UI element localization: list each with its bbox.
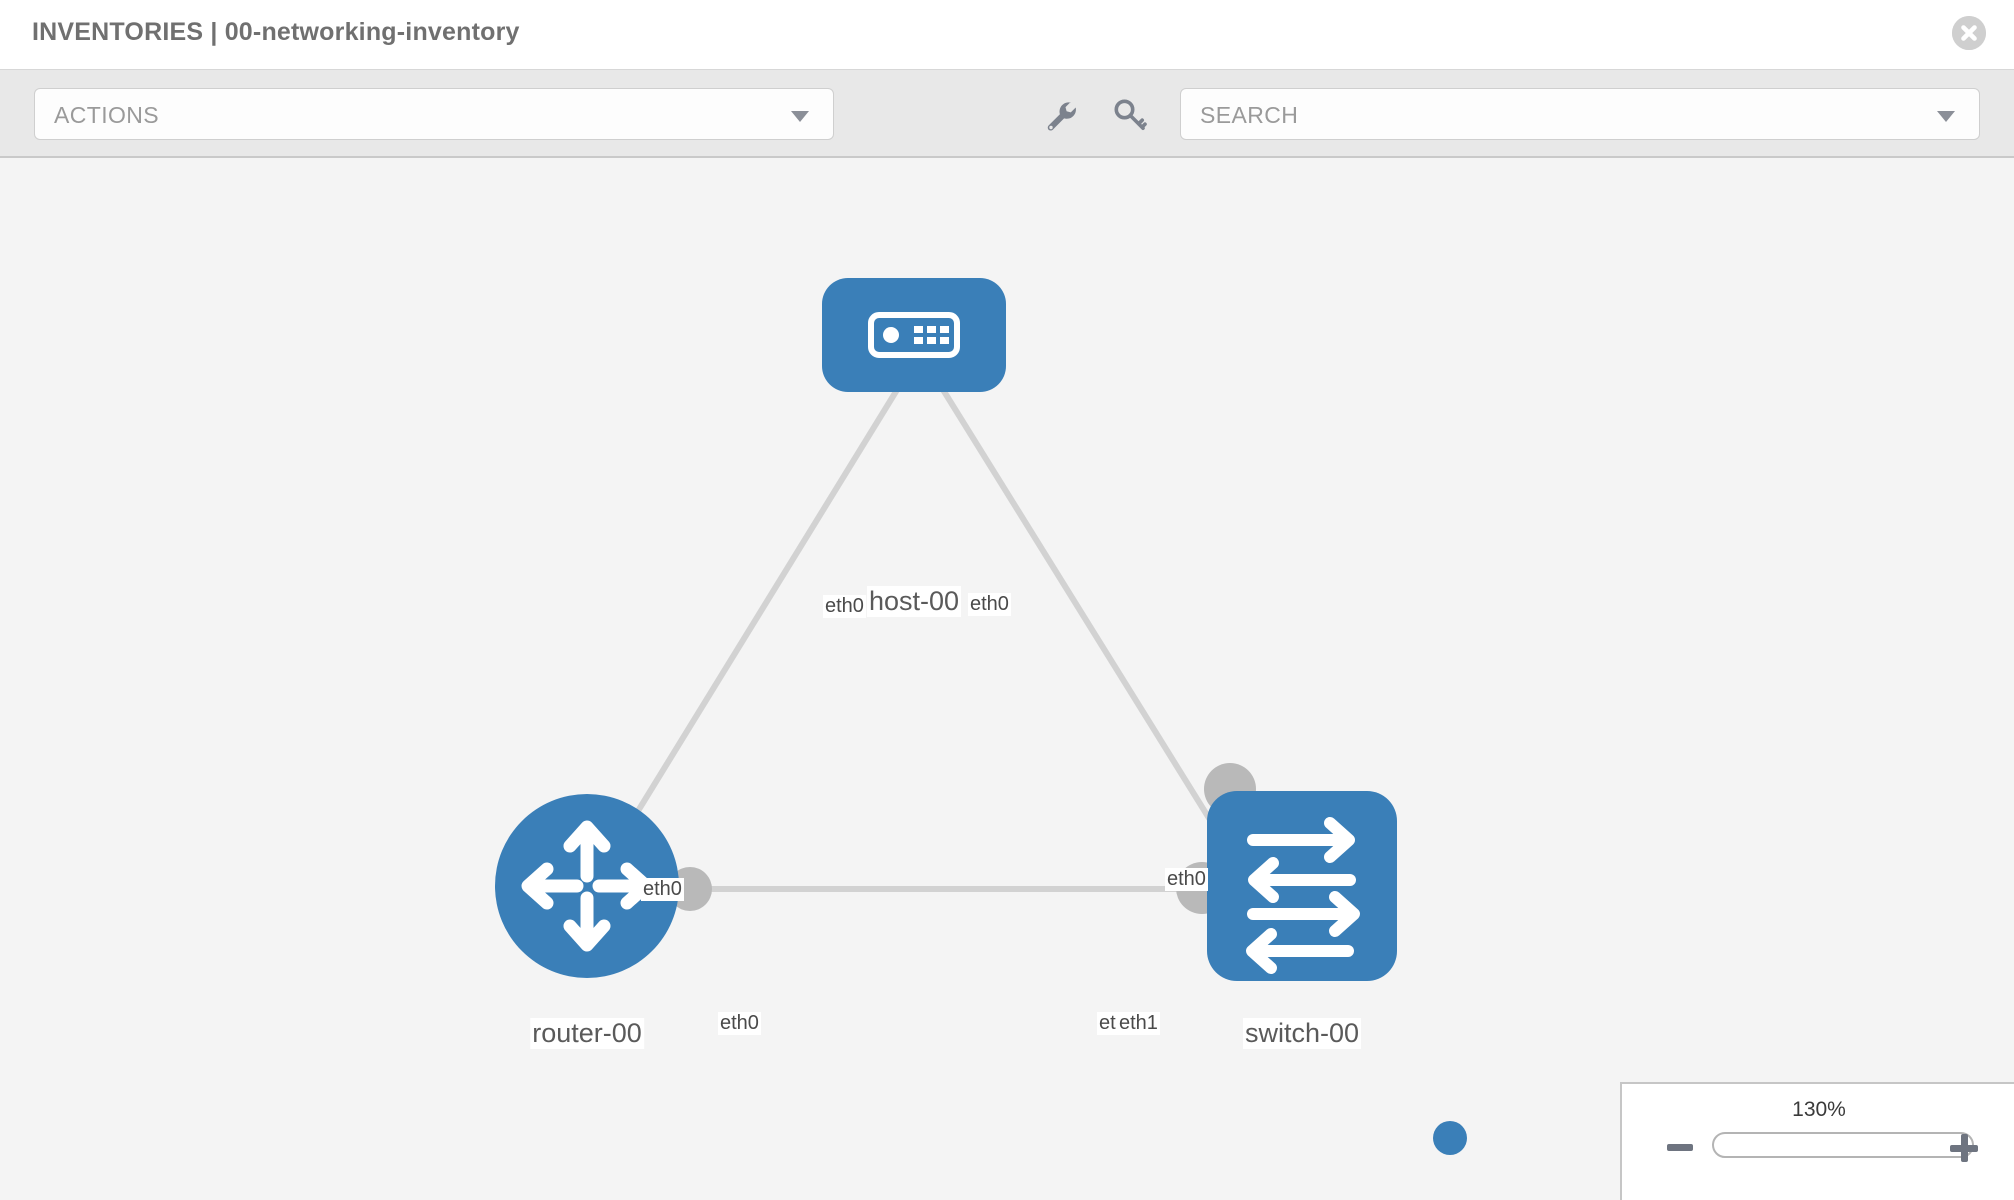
page-title: INVENTORIES | 00-networking-inventory bbox=[32, 18, 520, 46]
iface-label-switch-eth0-uplink: eth0 bbox=[1165, 868, 1208, 891]
toolbar: ACTIONS SEARCH bbox=[0, 70, 2014, 158]
wrench-icon[interactable] bbox=[1042, 96, 1080, 134]
zoom-control-panel: 130% bbox=[1620, 1082, 2014, 1200]
search-placeholder: SEARCH bbox=[1200, 102, 1299, 128]
iface-label-router-eth0: eth0 bbox=[718, 1012, 761, 1035]
switch-arrows-icon bbox=[1246, 817, 1360, 974]
plus-icon[interactable] bbox=[1950, 1134, 1978, 1162]
page-header: INVENTORIES | 00-networking-inventory bbox=[0, 0, 2014, 70]
zoom-slider-thumb[interactable] bbox=[1433, 1121, 1467, 1155]
iface-label-host-eth0-left: eth0 bbox=[823, 595, 866, 618]
topology-graph bbox=[495, 278, 1397, 981]
node-switch-00[interactable] bbox=[1207, 791, 1397, 981]
edge-host-switch[interactable] bbox=[929, 370, 1251, 883]
node-label-host-00: host-00 bbox=[866, 586, 962, 617]
actions-dropdown-label: ACTIONS bbox=[54, 102, 160, 128]
topology-canvas[interactable]: eth0 eth0 eth0 eth0 eth0 eth0 eth1 host-… bbox=[0, 158, 2014, 1200]
node-label-router-00: router-00 bbox=[530, 1018, 644, 1049]
server-icon bbox=[868, 312, 960, 358]
key-icon[interactable] bbox=[1110, 96, 1148, 134]
router-arrows-icon bbox=[521, 820, 653, 952]
iface-label-router-eth0-uplink: eth0 bbox=[641, 878, 684, 901]
zoom-slider-track[interactable] bbox=[1712, 1132, 1974, 1158]
search-input[interactable]: SEARCH bbox=[1180, 88, 1980, 140]
node-label-switch-00: switch-00 bbox=[1242, 1018, 1362, 1049]
edge-host-router[interactable] bbox=[587, 370, 911, 891]
node-router-00[interactable] bbox=[495, 794, 679, 978]
zoom-level-value: 130% bbox=[1792, 1098, 1846, 1121]
chevron-down-icon bbox=[791, 111, 809, 122]
close-icon[interactable] bbox=[1952, 16, 1986, 50]
iface-label-host-eth0-right: eth0 bbox=[968, 593, 1011, 616]
topology-edges bbox=[587, 370, 1251, 892]
chevron-down-icon[interactable] bbox=[1937, 111, 1955, 122]
actions-dropdown[interactable]: ACTIONS bbox=[34, 88, 834, 140]
iface-label-switch-eth1: eth1 bbox=[1117, 1012, 1160, 1035]
node-host-00[interactable] bbox=[822, 278, 1006, 392]
minus-icon[interactable] bbox=[1667, 1144, 1693, 1151]
